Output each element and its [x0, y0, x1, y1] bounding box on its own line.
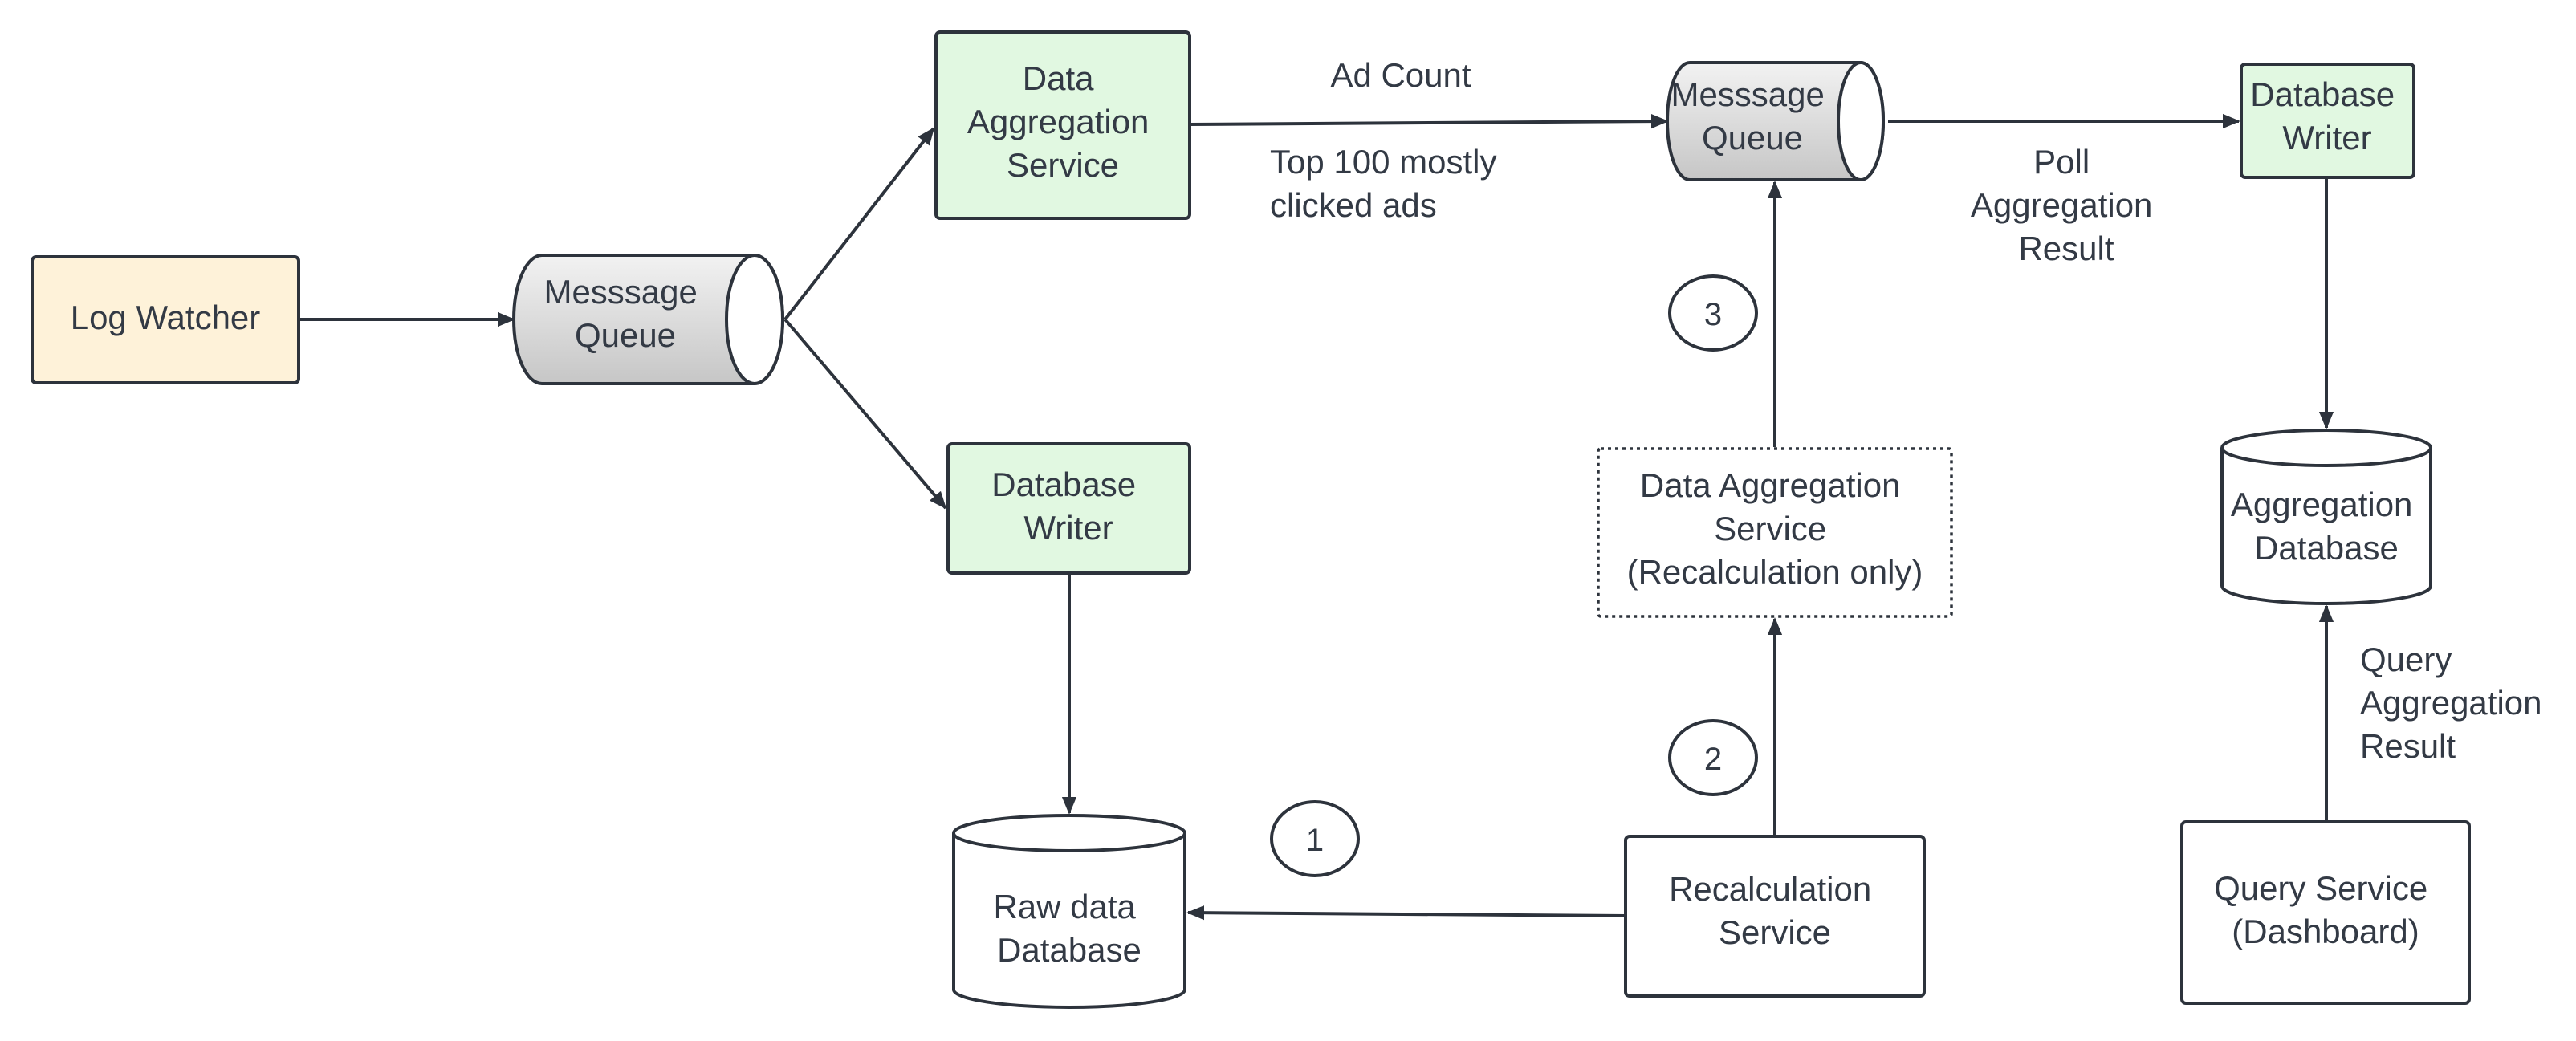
edge-aggregation-to-queue-right	[1189, 113, 1669, 129]
edge-label-ad-count: Ad Count	[1330, 56, 1471, 94]
edge-label-poll-aggregation-result: Poll Aggregation Result	[1971, 143, 2162, 267]
raw-data-database[interactable]: Raw data Database	[952, 814, 1186, 1009]
recalculation-service-label: Recalculation Service	[1669, 870, 1881, 951]
message-queue-right[interactable]: Messsage Queue	[1666, 61, 1885, 181]
recalc-aggregation-service-label: Data Aggregation Service (Recalculation …	[1627, 466, 1923, 591]
query-service[interactable]: Query Service (Dashboard)	[2180, 820, 2471, 1005]
step-badge-2: 2	[1668, 719, 1758, 796]
message-queue-left[interactable]: Messsage Queue	[512, 254, 784, 385]
recalc-aggregation-service[interactable]: Data Aggregation Service (Recalculation …	[1597, 447, 1953, 618]
aggregation-database[interactable]: Aggregation Database	[2220, 429, 2432, 605]
edge-queue-to-database-writer	[783, 318, 947, 510]
log-watcher[interactable]: Log Watcher	[31, 255, 300, 384]
database-writer-right-label: Database Writer	[2250, 75, 2403, 157]
database-writer-left[interactable]: Database Writer	[946, 442, 1191, 575]
database-writer-left-label: Database Writer	[991, 466, 1145, 547]
recalculation-service[interactable]: Recalculation Service	[1624, 835, 1926, 998]
step-badge-3: 3	[1668, 274, 1758, 352]
svg-text:1: 1	[1306, 823, 1324, 858]
edge-label-query-aggregation-result: Query Aggregation Result	[2360, 640, 2551, 765]
edges	[299, 113, 2334, 921]
aggregation-database-label: Aggregation Database	[2231, 486, 2422, 567]
svg-text:2: 2	[1704, 742, 1722, 777]
edge-queue-to-data-aggregation	[783, 127, 935, 321]
svg-text:3: 3	[1704, 297, 1722, 332]
query-service-label: Query Service (Dashboard)	[2214, 869, 2437, 950]
raw-data-database-label: Raw data Database	[993, 888, 1145, 969]
database-writer-right[interactable]: Database Writer	[2240, 63, 2415, 179]
log-watcher-label: Log Watcher	[71, 299, 261, 336]
message-queue-right-label: Messsage Queue	[1671, 75, 1833, 157]
step-badge-1: 1	[1270, 800, 1360, 877]
data-aggregation-service-label: Data Aggregation Service	[967, 59, 1158, 184]
edge-recalc-to-rawdb	[1186, 905, 1626, 921]
edge-label-top-100: Top 100 mostly clicked ads	[1270, 143, 1506, 224]
message-queue-left-label: Messsage Queue	[543, 273, 706, 354]
data-aggregation-service[interactable]: Data Aggregation Service	[934, 30, 1191, 220]
